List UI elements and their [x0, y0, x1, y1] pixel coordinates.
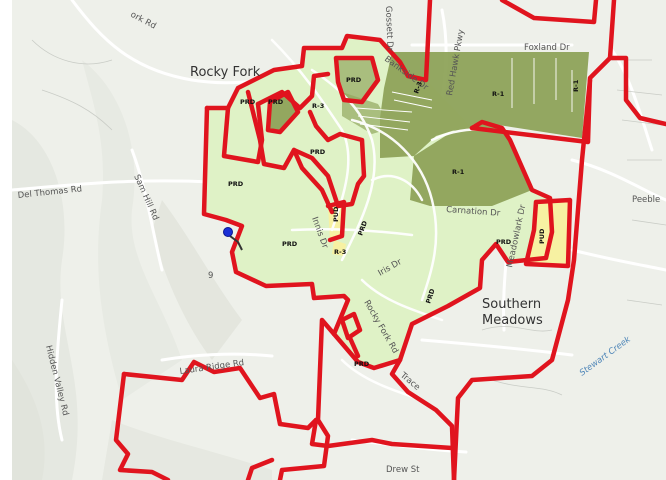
location-pin-icon[interactable]	[223, 227, 243, 251]
zone-label-r1: R-1	[572, 79, 580, 92]
zone-label-prd: PRD	[240, 98, 256, 106]
place-label-meadows: Meadows	[482, 313, 543, 328]
road-label-peeble: Peeble	[632, 195, 660, 205]
zone-label-prd: PRD	[268, 98, 284, 106]
zoning-map[interactable]: Rocky Fork Southern Meadows ork Rd Gosse…	[12, 0, 666, 480]
zone-label-prd: PRD	[310, 148, 326, 156]
zone-label-prd: PRD	[228, 180, 244, 188]
zone-label-r3: R-3	[412, 80, 424, 94]
zoning-labels: PRD PRD PRD PRD PRD PRD PRD PRD PRD PRD …	[228, 76, 580, 368]
road-label-drew: Drew St	[386, 465, 420, 475]
minor-streets	[31, 39, 666, 396]
place-label-southern: Southern	[482, 297, 541, 312]
zone-label-pud: PUD	[538, 228, 546, 244]
zone-label-prd: PRD	[496, 238, 512, 246]
road-label-carnation: Carnation Dr	[446, 205, 501, 219]
zone-label-r1: R-1	[452, 168, 465, 176]
road-label-gossett: Gossett Dr	[383, 6, 395, 52]
zone-label-prd: PRD	[346, 76, 362, 84]
road-label-fragment: 9	[208, 271, 213, 281]
r1-driveways	[355, 58, 573, 131]
road-label-foxland: Foxland Dr	[524, 43, 570, 53]
zone-label-r1: R-1	[492, 90, 505, 98]
zone-label-prd: PRD	[354, 360, 370, 368]
zone-label-r3: R-3	[312, 102, 324, 110]
zone-label-pud: PUD	[332, 206, 340, 222]
zone-label-prd: PRD	[282, 240, 298, 248]
place-label-rocky-fork: Rocky Fork	[190, 65, 261, 80]
zone-label-r3: R-3	[334, 248, 346, 256]
city-boundary	[113, 0, 666, 480]
hillshade	[12, 60, 272, 480]
r1-zone-fill	[268, 52, 589, 206]
